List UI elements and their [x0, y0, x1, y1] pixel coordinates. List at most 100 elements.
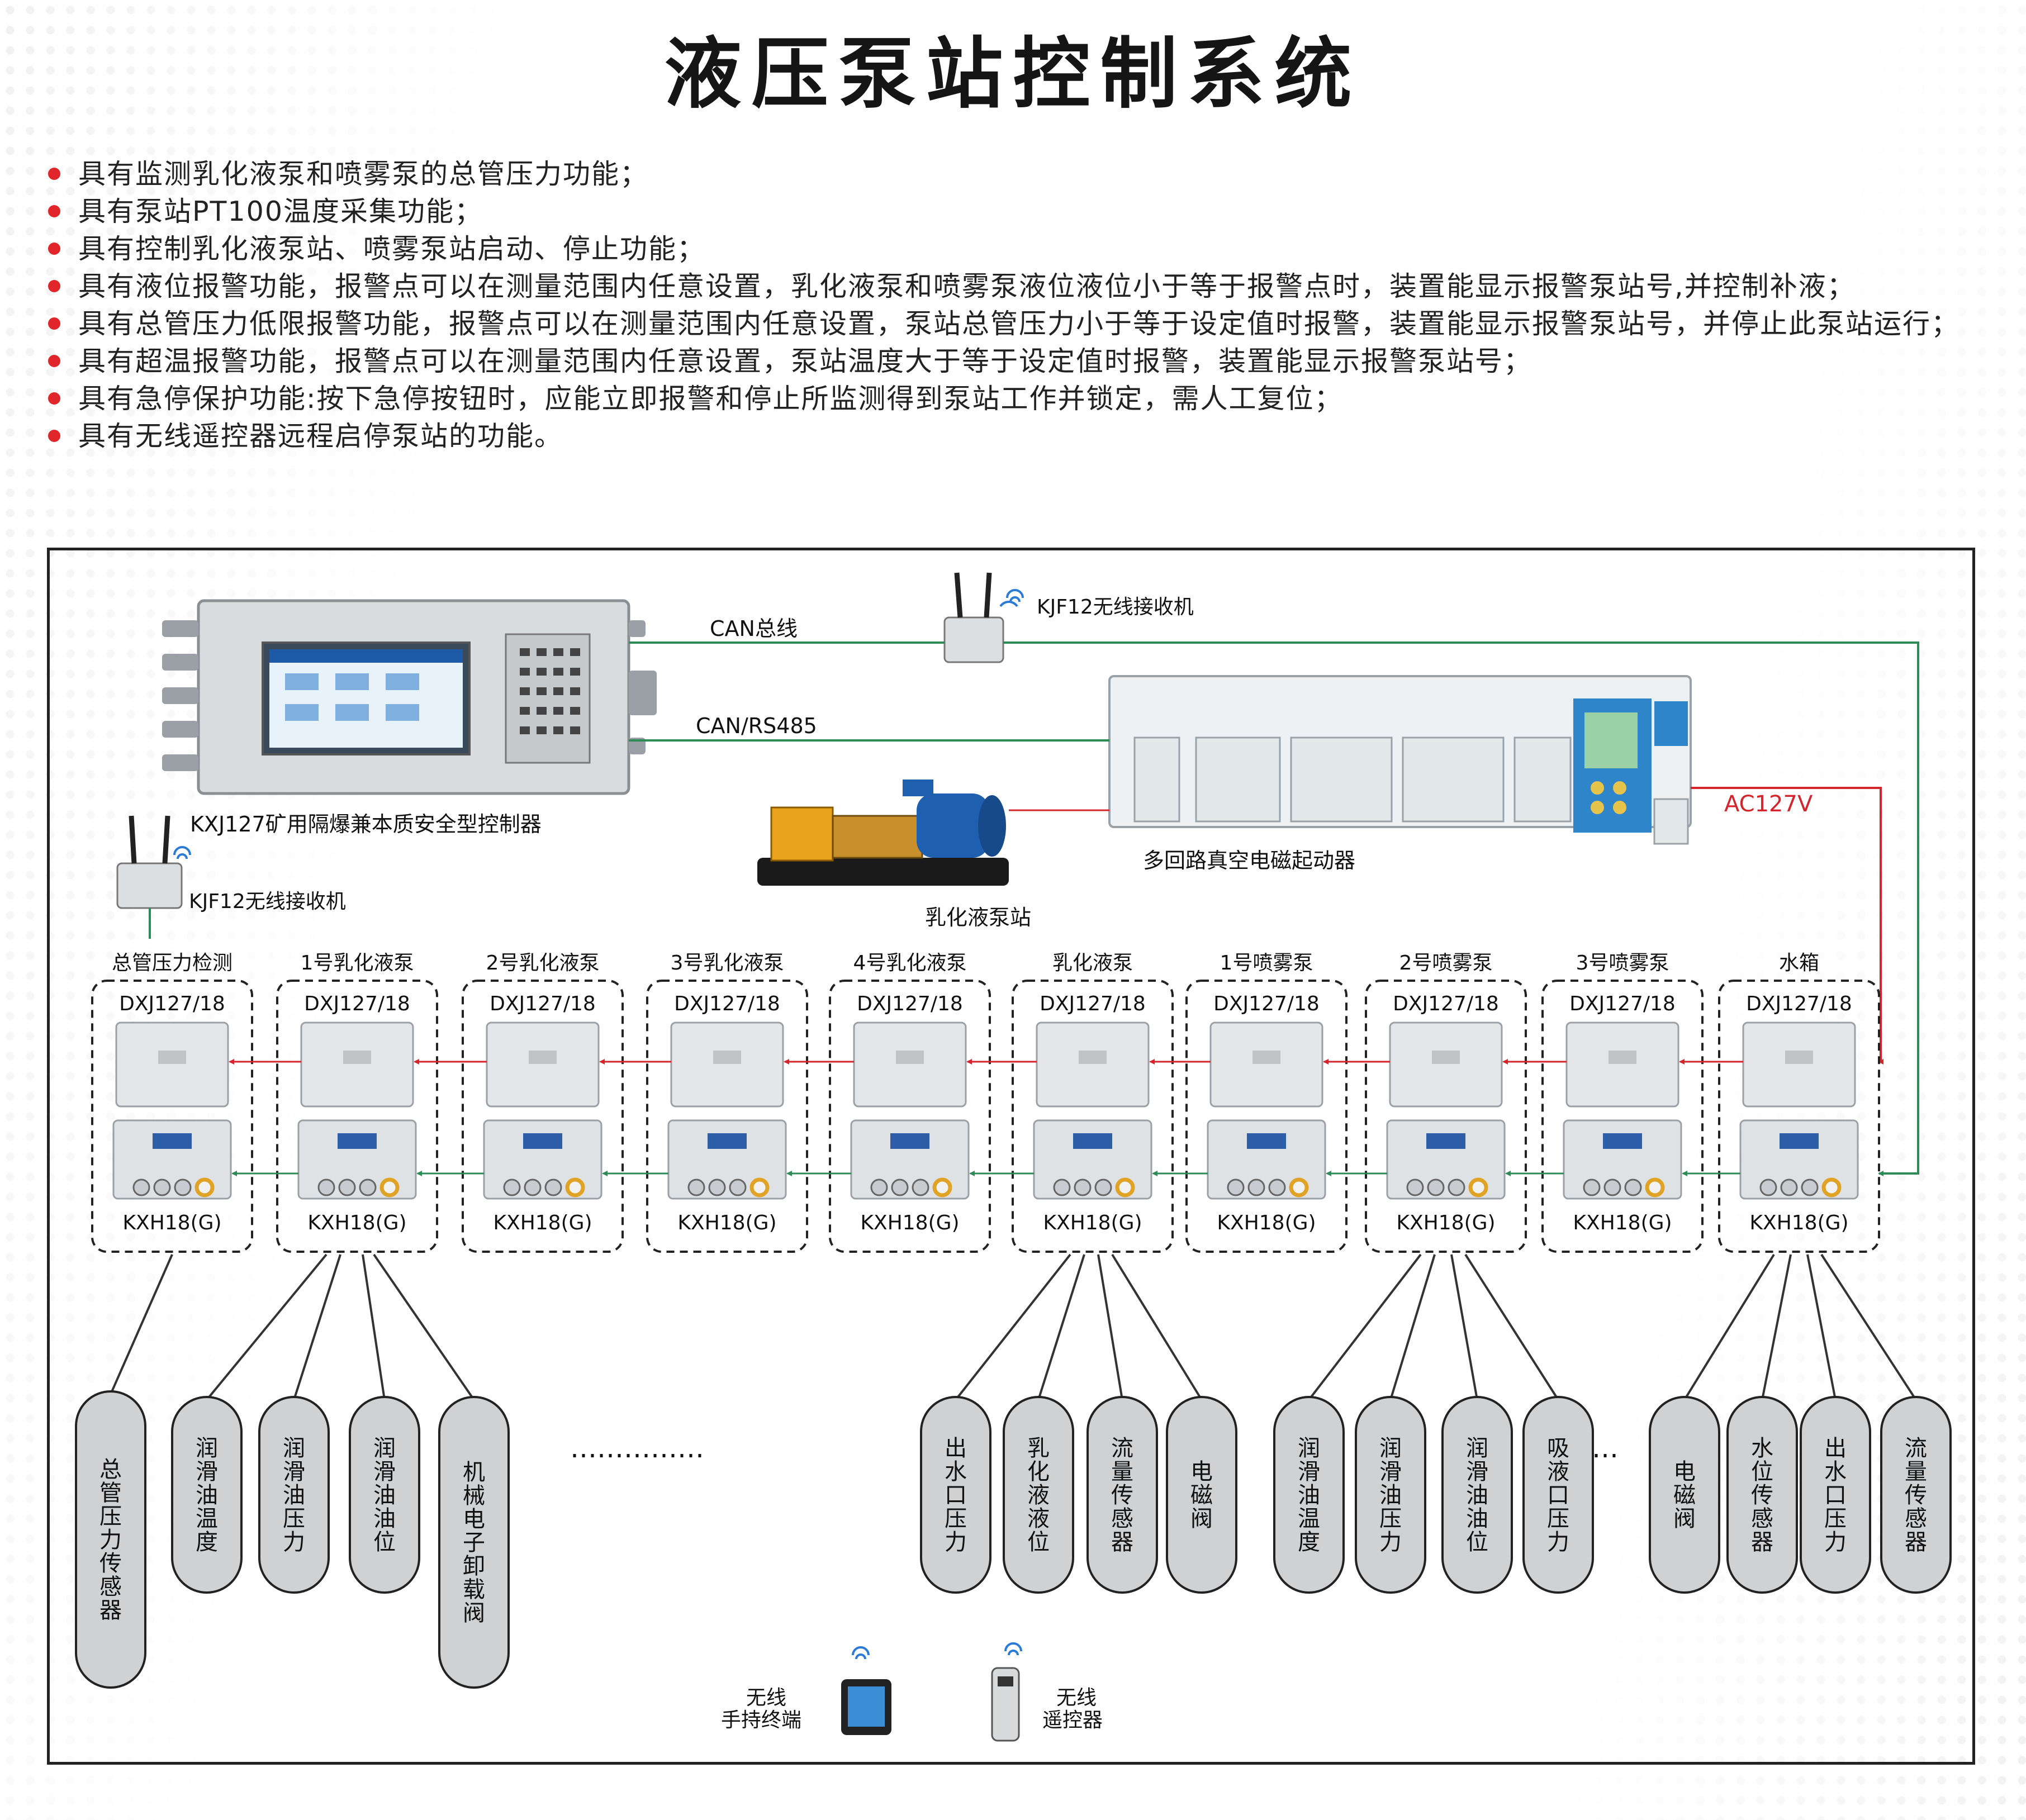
pump-label: 乳化液泵站 — [925, 905, 1031, 930]
cable-gland — [544, 1179, 562, 1196]
sensor-pill-shape — [1086, 1396, 1158, 1594]
kxh-model-label: KXH18(G) — [122, 1211, 221, 1234]
vacuum-starter-cabinet — [1108, 675, 1692, 845]
wireless-receiver-left — [116, 815, 183, 909]
sensor-wire — [1464, 1253, 1559, 1401]
dxj-nameplate — [1252, 1051, 1280, 1064]
wifi-icon — [173, 846, 191, 859]
diagram-frame — [47, 548, 1975, 1765]
sensor-wire — [110, 1254, 173, 1395]
cable-gland-yellow — [1115, 1177, 1135, 1198]
cable-gland — [1247, 1179, 1265, 1196]
cable-gland-yellow — [379, 1177, 400, 1198]
kxh-model-label: KXH18(G) — [677, 1211, 776, 1234]
dxj-model-label: DXJ127/18 — [1746, 992, 1852, 1015]
sensor-pill: 吸液口压力 — [1522, 1396, 1594, 1594]
kxh-model-label: KXH18(G) — [1396, 1211, 1495, 1234]
cable-gland — [1801, 1179, 1819, 1196]
station-name: 2号乳化液泵 — [486, 952, 600, 975]
sensor-pill: 润滑油油位 — [349, 1396, 420, 1594]
remote-label-line1: 无线 — [1056, 1686, 1097, 1709]
feature-item: 具有总管压力低限报警功能，报警点可以在测量范围内任意设置，泵站总管压力小于等于设… — [44, 305, 1972, 343]
sensor-wire — [362, 1254, 386, 1400]
sensor-wire — [373, 1253, 475, 1401]
sensor-pill-label: 润滑油压力 — [1379, 1436, 1402, 1555]
station-frame — [1541, 980, 1704, 1253]
sensor-pill: 润滑油压力 — [1355, 1396, 1426, 1594]
bullet-icon — [48, 168, 60, 180]
sensor-wire — [1683, 1253, 1775, 1401]
cable-gland-yellow — [749, 1177, 770, 1198]
can-bus-label: CAN总线 — [710, 616, 798, 641]
sensor-pill: 机械电子卸载阀 — [438, 1396, 510, 1689]
cable-gland — [132, 1179, 150, 1196]
station-frame — [646, 980, 808, 1253]
cable-gland — [359, 1179, 377, 1196]
sensor-wire — [1450, 1254, 1478, 1400]
can-rs485-label: CAN/RS485 — [696, 714, 817, 738]
sensor-pill-shape — [1649, 1396, 1720, 1594]
cable-gland — [1053, 1179, 1071, 1196]
sensor-pill: 流量传感器 — [1086, 1396, 1158, 1594]
sensor-wire — [293, 1254, 341, 1400]
controller-label: KXJ127矿用隔爆兼本质安全型控制器 — [190, 812, 542, 837]
receiver-top-label: KJF12无线接收机 — [1037, 596, 1194, 619]
dxj-model-label: DXJ127/18 — [1040, 992, 1146, 1015]
cable-gland — [153, 1179, 171, 1196]
dxj-nameplate — [1609, 1051, 1636, 1064]
bullet-icon — [48, 430, 60, 442]
sensor-pill-label: 润滑油油位 — [373, 1436, 396, 1555]
sensor-pill-shape — [1880, 1396, 1952, 1594]
kxh-display — [890, 1133, 929, 1149]
kxh-model-label: KXH18(G) — [1043, 1211, 1142, 1234]
cable-gland — [687, 1179, 705, 1196]
sensor-pill: 总管压力传感器 — [75, 1390, 146, 1689]
kxh-model-label: KXH18(G) — [860, 1211, 959, 1234]
dxj-nameplate — [713, 1051, 741, 1064]
cable-gland — [317, 1179, 335, 1196]
dxj-model-label: DXJ127/18 — [1569, 992, 1676, 1015]
sensor-pill-label: 润滑油油位 — [1466, 1436, 1488, 1555]
sensor-wire — [1820, 1253, 1917, 1401]
sensor-pill-label: 流量传感器 — [1905, 1436, 1927, 1555]
feature-item: 具有无线遥控器远程启停泵站的功能。 — [44, 417, 1972, 455]
sensor-pill-shape — [75, 1390, 146, 1689]
sensor-pills-layer: 总管压力传感器润滑油温度润滑油压力润滑油油位机械电子卸载阀出水口压力乳化液液位流… — [75, 1390, 1952, 1689]
sensor-pill-label: 电磁阀 — [1673, 1459, 1696, 1532]
sensor-pill-shape — [920, 1396, 991, 1594]
sensor-pill-label: 润滑油压力 — [283, 1436, 305, 1555]
kxh-display — [523, 1133, 562, 1149]
dxj-model-label: DXJ127/18 — [304, 992, 410, 1015]
kxh-model-label: KXH18(G) — [493, 1211, 592, 1234]
dxj-box — [1209, 1021, 1323, 1108]
bullet-icon — [48, 243, 60, 255]
kxh-display — [338, 1133, 377, 1149]
dxj-box — [670, 1021, 784, 1108]
ellipsis-mark: …………… — [570, 1433, 704, 1464]
cable-gland-yellow — [1289, 1177, 1309, 1198]
station-frame — [462, 980, 624, 1253]
station-name: 3号喷雾泵 — [1576, 952, 1669, 975]
sensor-pill-shape — [1726, 1396, 1798, 1594]
cable-gland — [1603, 1179, 1621, 1196]
sensor-wire — [1806, 1254, 1837, 1400]
kxh-model-label: KXH18(G) — [307, 1211, 406, 1234]
feature-item: 具有监测乳化液泵和喷雾泵的总管压力功能； — [44, 155, 1972, 193]
cable-gland-yellow — [1468, 1177, 1488, 1198]
dxj-box — [1036, 1021, 1150, 1108]
cable-gland-yellow — [1821, 1177, 1842, 1198]
sensor-pill: 润滑油油位 — [1441, 1396, 1513, 1594]
sensor-pill-label: 乳化液液位 — [1027, 1436, 1050, 1555]
kxh-model-label: KXH18(G) — [1749, 1211, 1848, 1234]
sensor-pill-shape — [1166, 1396, 1237, 1594]
station-name: 总管压力检测 — [112, 952, 233, 975]
wifi-icon — [852, 1646, 870, 1660]
dxj-box — [1565, 1021, 1679, 1108]
wifi-icon — [1004, 1642, 1022, 1656]
station-group-layer: 总管压力检测DXJ127/18KXH18(G)1号乳化液泵DXJ127/18KX… — [91, 952, 1880, 1253]
wireless-receiver-top — [943, 572, 1018, 663]
cable-gland — [338, 1179, 356, 1196]
